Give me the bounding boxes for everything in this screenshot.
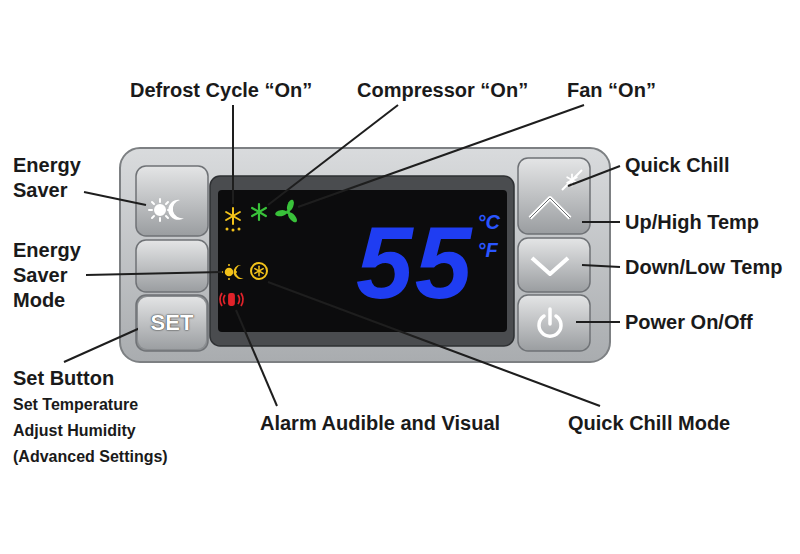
leader-lines bbox=[64, 105, 620, 406]
temperature-digits: 55 bbox=[356, 212, 473, 314]
up-chevron-outline bbox=[530, 198, 570, 218]
callout-label: Down/Low Temp bbox=[625, 255, 782, 280]
blank-button bbox=[136, 240, 208, 292]
up-button bbox=[518, 158, 590, 234]
callout-label: Alarm Audible and Visual bbox=[260, 411, 500, 436]
down-button bbox=[518, 238, 590, 292]
callout-label: Set Button bbox=[13, 366, 114, 391]
callout-label: Quick Chill bbox=[625, 153, 729, 178]
fan-icon bbox=[275, 199, 299, 224]
callout-label: Power On/Off bbox=[625, 310, 753, 335]
alarm-icon bbox=[220, 293, 243, 306]
power-symbol bbox=[539, 309, 561, 336]
defrost-drops bbox=[226, 228, 241, 232]
housing bbox=[120, 148, 610, 362]
sub-label: (Advanced Settings) bbox=[13, 447, 168, 467]
set-button-frame bbox=[136, 295, 208, 351]
sun-moon-icon bbox=[149, 199, 184, 221]
display-bezel bbox=[210, 176, 514, 346]
energy-saver-button bbox=[136, 166, 208, 236]
callout-label: Fan “On” bbox=[567, 78, 656, 103]
callout-label: Quick Chill Mode bbox=[568, 411, 730, 436]
callout-label: Defrost Cycle “On” bbox=[130, 78, 312, 103]
callout-label: Energy Saver bbox=[13, 153, 89, 203]
up-chevron bbox=[530, 198, 570, 218]
sub-label: Adjust Humidity bbox=[13, 421, 136, 441]
defrost-icon bbox=[226, 208, 240, 224]
quick-chill-mode-icon bbox=[251, 263, 267, 279]
compressor-icon bbox=[252, 204, 266, 220]
callout-label: Energy Saver Mode bbox=[13, 238, 89, 313]
set-button: SET bbox=[138, 297, 206, 349]
unit-label: °F bbox=[477, 240, 497, 260]
down-chevron bbox=[532, 258, 568, 274]
display-screen bbox=[218, 190, 507, 332]
energy-saver-mode-icon bbox=[221, 264, 244, 280]
callout-label: Up/High Temp bbox=[625, 210, 759, 235]
callout-label: Compressor “On” bbox=[357, 78, 528, 103]
sub-label: Set Temperature bbox=[13, 395, 138, 415]
quick-chill-slash bbox=[562, 170, 582, 190]
button-label: SET bbox=[151, 312, 194, 334]
display-readout: 55°C °F bbox=[218, 190, 507, 332]
unit-label: °C bbox=[477, 212, 499, 232]
